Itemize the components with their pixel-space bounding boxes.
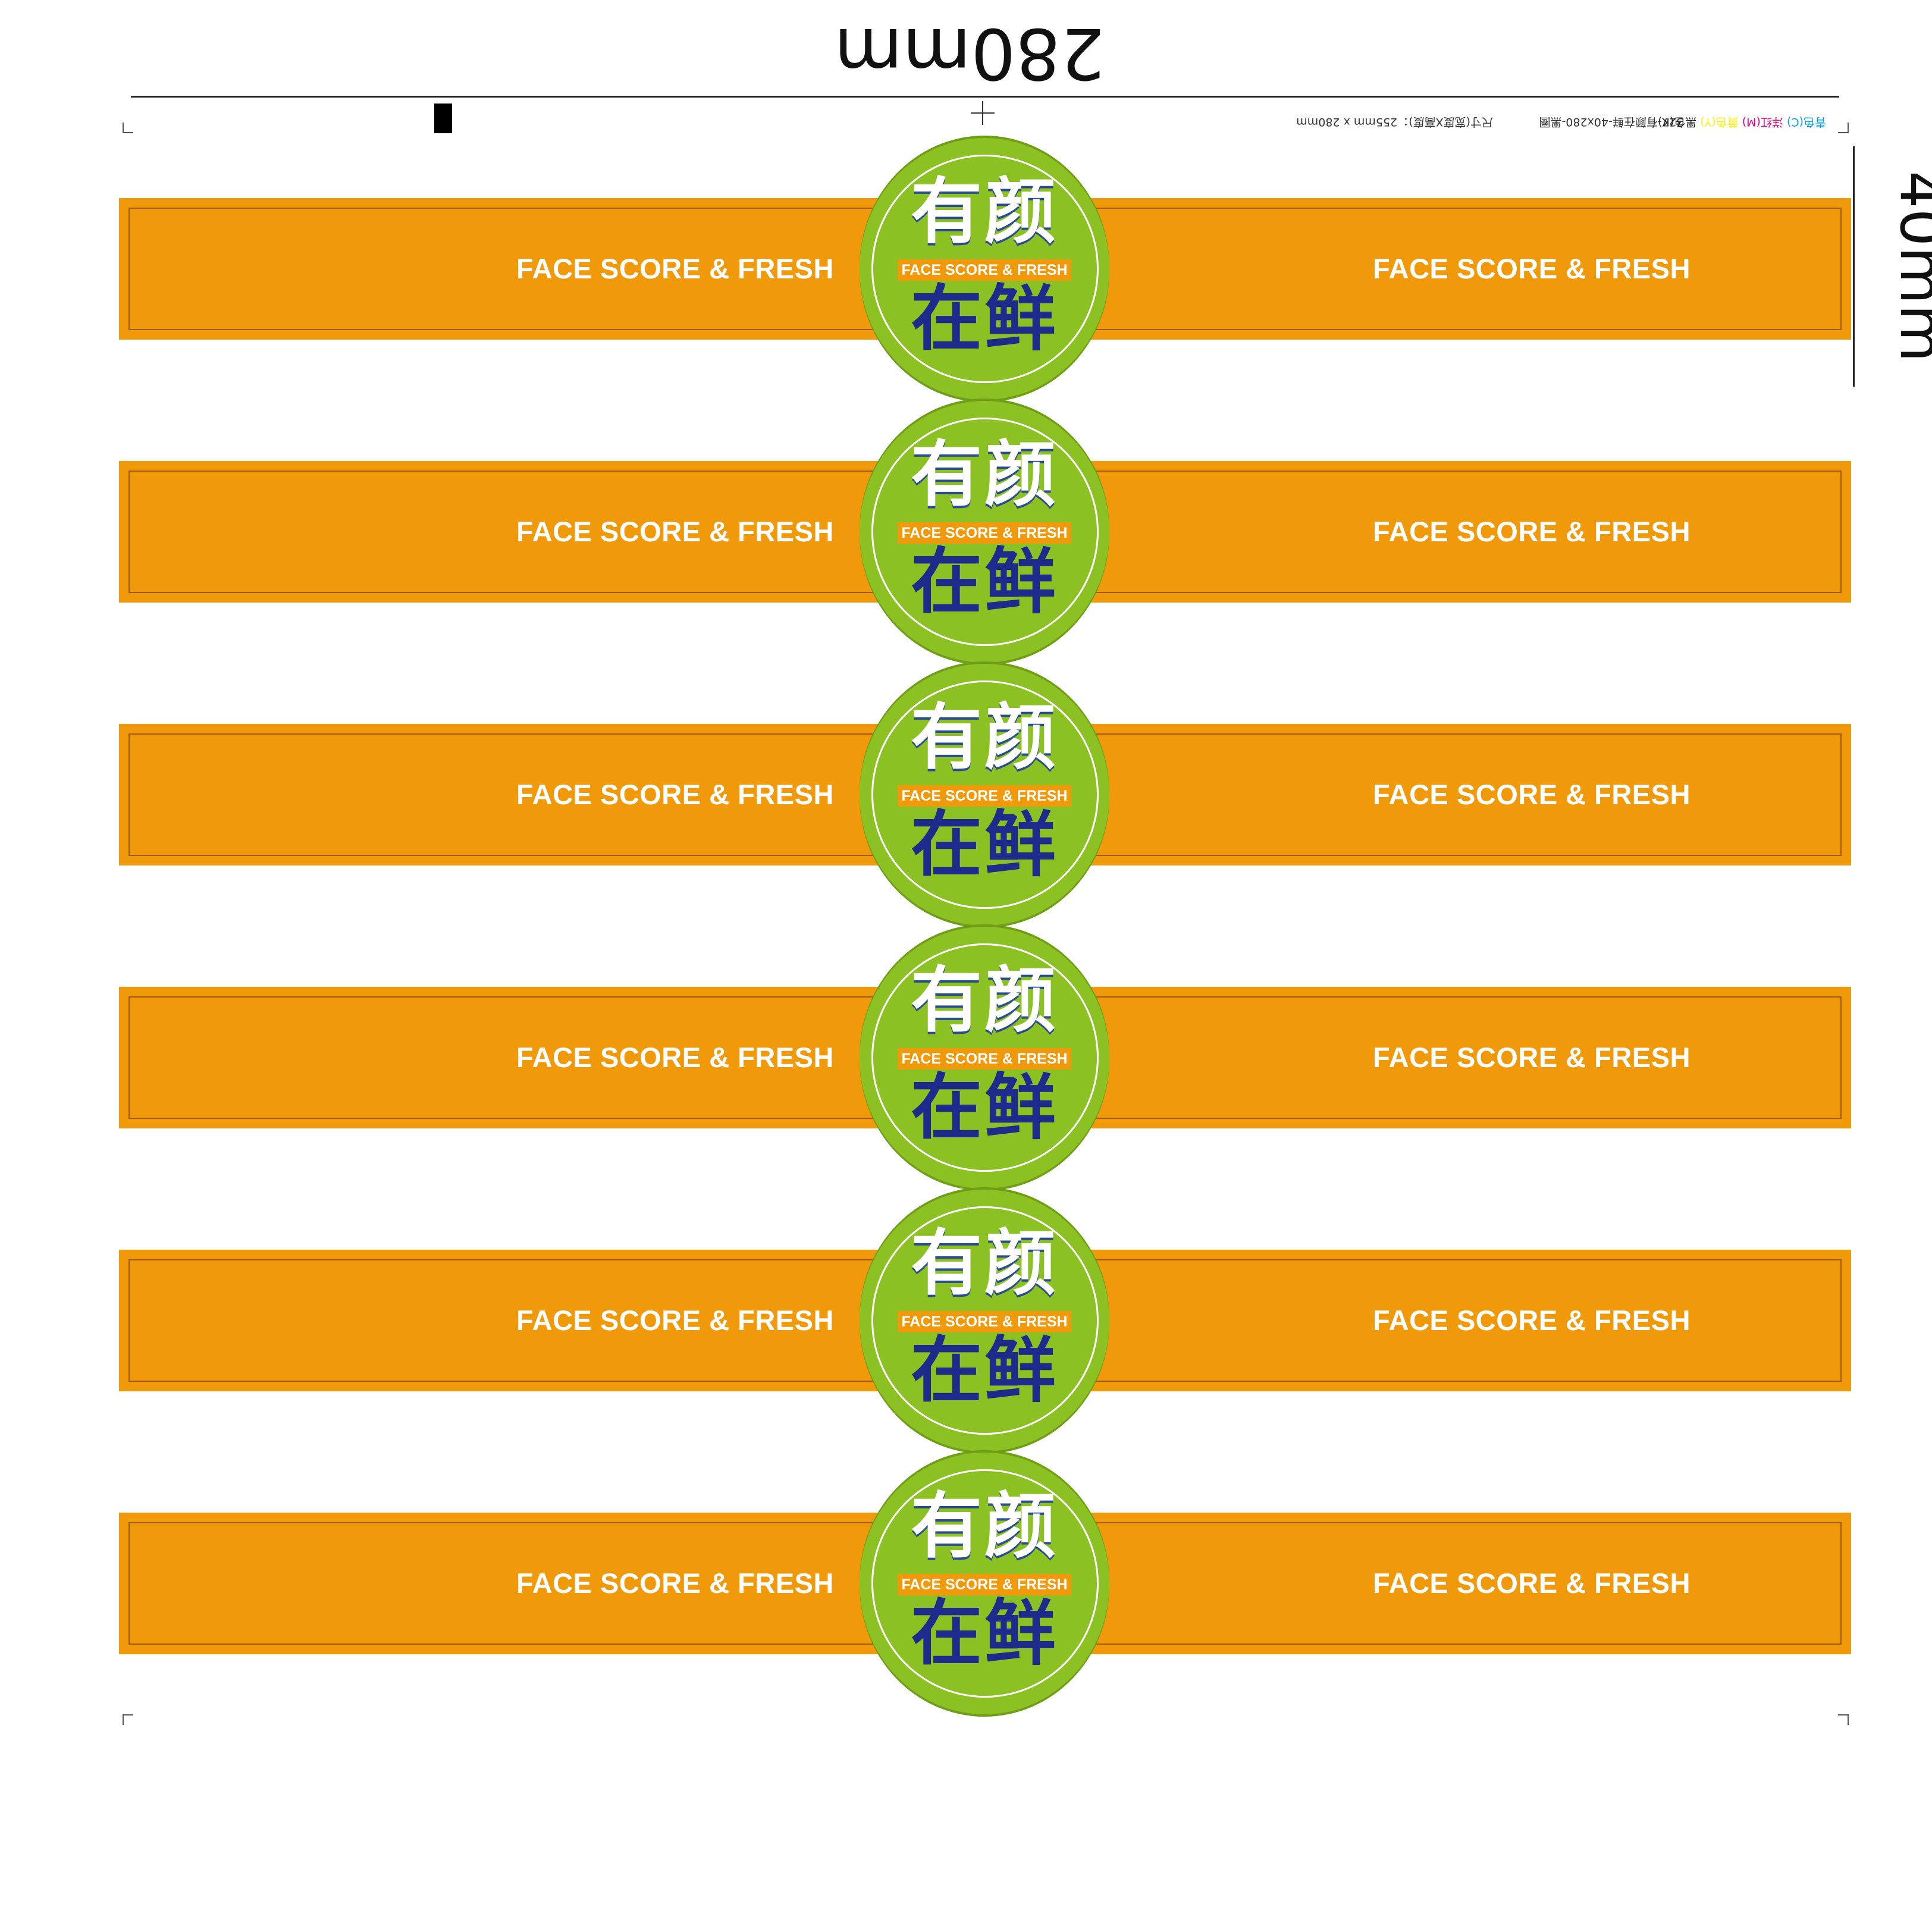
width-dimension-line <box>131 96 1839 98</box>
crop-mark-bottom-left <box>123 1714 133 1725</box>
strip-left-text: FACE SCORE & FRESH <box>516 779 834 810</box>
color-label-k: 黑色(K) <box>1657 115 1697 128</box>
strip-right-text: FACE SCORE & FRESH <box>1373 1042 1690 1073</box>
badge-title-bottom: 在鲜 <box>911 541 1058 623</box>
badge-ring <box>871 1469 1099 1698</box>
color-label-m: 洋红(M) <box>1742 115 1783 128</box>
badge-ring <box>871 1206 1099 1435</box>
badge-subtitle: FACE SCORE & FRESH <box>898 1311 1071 1332</box>
color-label-y: 黄色(Y) <box>1700 115 1739 128</box>
badge-subtitle: FACE SCORE & FRESH <box>898 1574 1071 1595</box>
height-dimension-line <box>1853 146 1855 387</box>
registration-crosshair-icon <box>971 101 995 125</box>
strip-right-text: FACE SCORE & FRESH <box>1373 1567 1690 1599</box>
badge-title-top: 有颜 <box>911 171 1058 253</box>
badge-title-top: 有颜 <box>911 1222 1058 1305</box>
strip-left-text: FACE SCORE & FRESH <box>516 516 834 547</box>
crop-mark-top-right <box>1838 123 1849 133</box>
strip-right-text: FACE SCORE & FRESH <box>1373 253 1690 284</box>
width-dimension-label: 280mm <box>834 12 1105 95</box>
strip-left-text: FACE SCORE & FRESH <box>516 1304 834 1336</box>
strip-left-text: FACE SCORE & FRESH <box>516 253 834 284</box>
badge-ring <box>871 680 1099 909</box>
color-label-c: 青色(C) <box>1786 115 1826 128</box>
registration-bar <box>434 104 452 133</box>
badge-title-bottom: 在鲜 <box>911 1067 1058 1149</box>
badge-ring <box>871 418 1099 646</box>
badge-title-bottom: 在鲜 <box>911 1592 1058 1675</box>
badge-title-top: 有颜 <box>911 434 1058 516</box>
badge-title-bottom: 在鲜 <box>911 278 1058 360</box>
badge-subtitle: FACE SCORE & FRESH <box>898 522 1071 544</box>
badge-ring <box>871 155 1099 383</box>
strip-left-text: FACE SCORE & FRESH <box>516 1042 834 1073</box>
crop-mark-top-left <box>123 123 133 133</box>
print-size-info: 尺寸(宽度X高度)：255mm x 280mm <box>1296 115 1493 128</box>
badge-subtitle: FACE SCORE & FRESH <box>898 785 1071 807</box>
strip-left-text: FACE SCORE & FRESH <box>516 1567 834 1599</box>
badge-title-bottom: 在鲜 <box>911 1329 1058 1412</box>
badge-subtitle: FACE SCORE & FRESH <box>898 1048 1071 1070</box>
print-color-swatches: 青色(C) 洋红(M) 黄色(Y) 黑色(K) <box>1658 113 1826 131</box>
badge-subtitle: FACE SCORE & FRESH <box>898 259 1071 281</box>
strip-right-text: FACE SCORE & FRESH <box>1373 516 1690 547</box>
strip-right-text: FACE SCORE & FRESH <box>1373 1304 1690 1336</box>
badge-ring <box>871 943 1099 1172</box>
height-dimension-label: 40mm <box>1887 170 1932 363</box>
badge-title-top: 有颜 <box>911 959 1058 1042</box>
strip-right-text: FACE SCORE & FRESH <box>1373 779 1690 810</box>
badge-title-top: 有颜 <box>911 697 1058 779</box>
badge-title-bottom: 在鲜 <box>911 804 1058 886</box>
badge-title-top: 有颜 <box>911 1485 1058 1568</box>
crop-mark-bottom-right <box>1838 1714 1849 1725</box>
